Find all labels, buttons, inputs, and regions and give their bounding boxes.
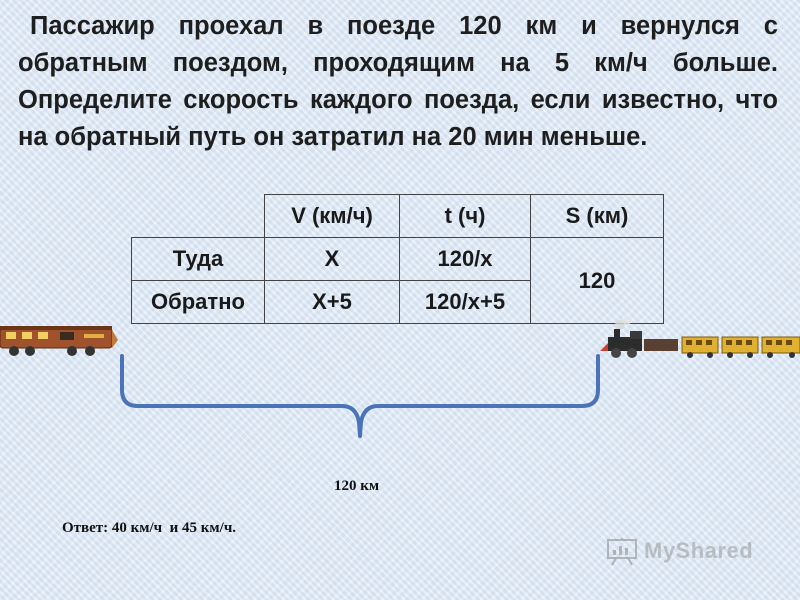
cell-distance: 120 [530,237,664,324]
table-row: Обратно X+5 120/x+5 [131,280,664,324]
solution-table: V (км/ч) t (ч) S (км) Туда X 120/x 120 О… [131,194,664,324]
brace-distance-label: 120 км [334,478,380,494]
row-label-back: Обратно [131,280,265,324]
distance-brace [120,354,600,438]
steam-train-icon [600,317,800,358]
watermark-text: MyShared [644,538,754,563]
locomotive-icon [0,326,118,356]
presentation-board-icon [607,538,637,566]
row-label-there: Туда [131,237,265,281]
cell-speed-there: X [264,237,400,281]
cell-time-back: 120/x+5 [399,280,531,324]
problem-statement: Пассажир проехал в поезде 120 км и верну… [18,12,778,151]
header-speed: V (км/ч) [264,194,400,238]
table-corner-cell [131,194,265,238]
header-time: t (ч) [399,194,531,238]
table-row: Туда X 120/x 120 [131,237,664,324]
table-header-row: V (км/ч) t (ч) S (км) [131,194,664,238]
answer-text: Ответ: 40 км/ч и 45 км/ч. [62,520,237,536]
header-distance: S (км) [530,194,664,238]
watermark: MyShared [606,536,753,566]
cell-time-there: 120/x [399,237,531,281]
cell-speed-back: X+5 [264,280,400,324]
